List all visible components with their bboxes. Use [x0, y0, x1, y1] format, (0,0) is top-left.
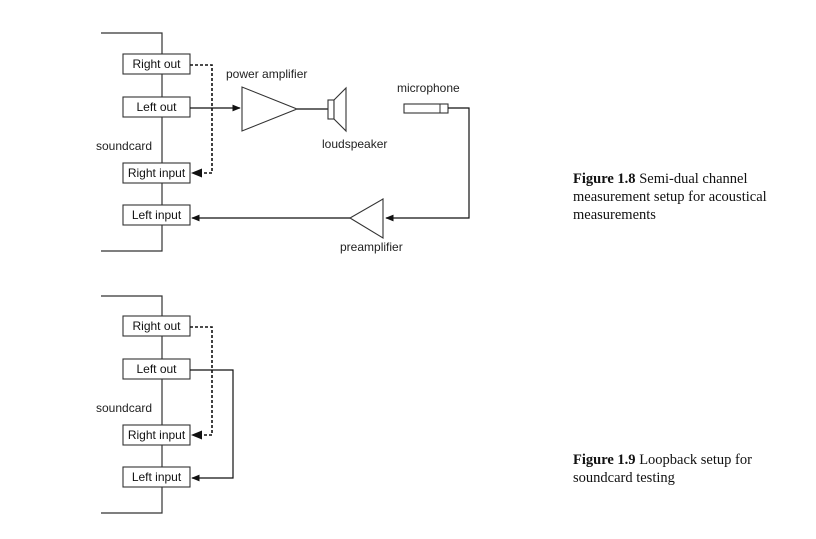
figure-1-8-diagram: Right out Left out soundcard Right input…	[96, 32, 470, 254]
soundcard-label: soundcard	[96, 139, 152, 153]
figure-1-9-caption-label: Figure 1.9	[573, 452, 636, 468]
left-input-box-2	[122, 466, 191, 488]
mic-to-preamp-wire	[385, 107, 470, 222]
loudspeaker-icon	[327, 86, 347, 133]
left-input-label-2: Left input	[132, 470, 182, 484]
right-input-box-2	[122, 424, 191, 446]
left-out-label: Left out	[136, 100, 177, 114]
left-out-box	[122, 96, 191, 118]
microphone-label: microphone	[397, 81, 460, 95]
figure-1-9-caption-text: Loopback setup for soundcard testing	[573, 452, 752, 486]
right-out-box-2	[122, 315, 191, 337]
figure-1-9-diagram: Right out Left out soundcard Right input…	[96, 295, 234, 514]
power-amplifier-symbol	[241, 86, 299, 132]
left-input-label: Left input	[132, 208, 182, 222]
dashed-loop-connection-2	[190, 326, 213, 440]
right-out-box	[122, 53, 191, 75]
figure-1-9-caption: Figure 1.9 Loopback setup for soundcard …	[573, 451, 803, 487]
microphone-icon	[403, 103, 449, 114]
right-out-label-2: Right out	[132, 319, 181, 333]
right-out-label: Right out	[132, 57, 181, 71]
soundcard-label-2: soundcard	[96, 401, 152, 415]
preamplifier-label: preamplifier	[340, 240, 403, 254]
right-input-label: Right input	[128, 166, 186, 180]
figure-1-8-caption-label: Figure 1.8	[573, 171, 636, 187]
soundcard-enclosure-2	[101, 295, 163, 514]
left-out-label-2: Left out	[136, 362, 177, 376]
right-input-box	[122, 162, 191, 184]
dashed-loop-connection	[190, 64, 213, 178]
soundcard-enclosure	[101, 32, 163, 252]
loudspeaker-label: loudspeaker	[322, 137, 387, 151]
power-amplifier-label: power amplifier	[226, 67, 307, 81]
left-input-box	[122, 204, 191, 226]
loopback-wire	[190, 369, 234, 482]
figure-1-8-caption: Figure 1.8 Semi-dual channel measurement…	[573, 170, 803, 224]
left-out-box-2	[122, 358, 191, 380]
figure-1-8-caption-text: Semi-dual channel measurement setup for …	[573, 171, 767, 223]
preamplifier-symbol	[348, 198, 384, 239]
right-input-label-2: Right input	[128, 428, 186, 442]
